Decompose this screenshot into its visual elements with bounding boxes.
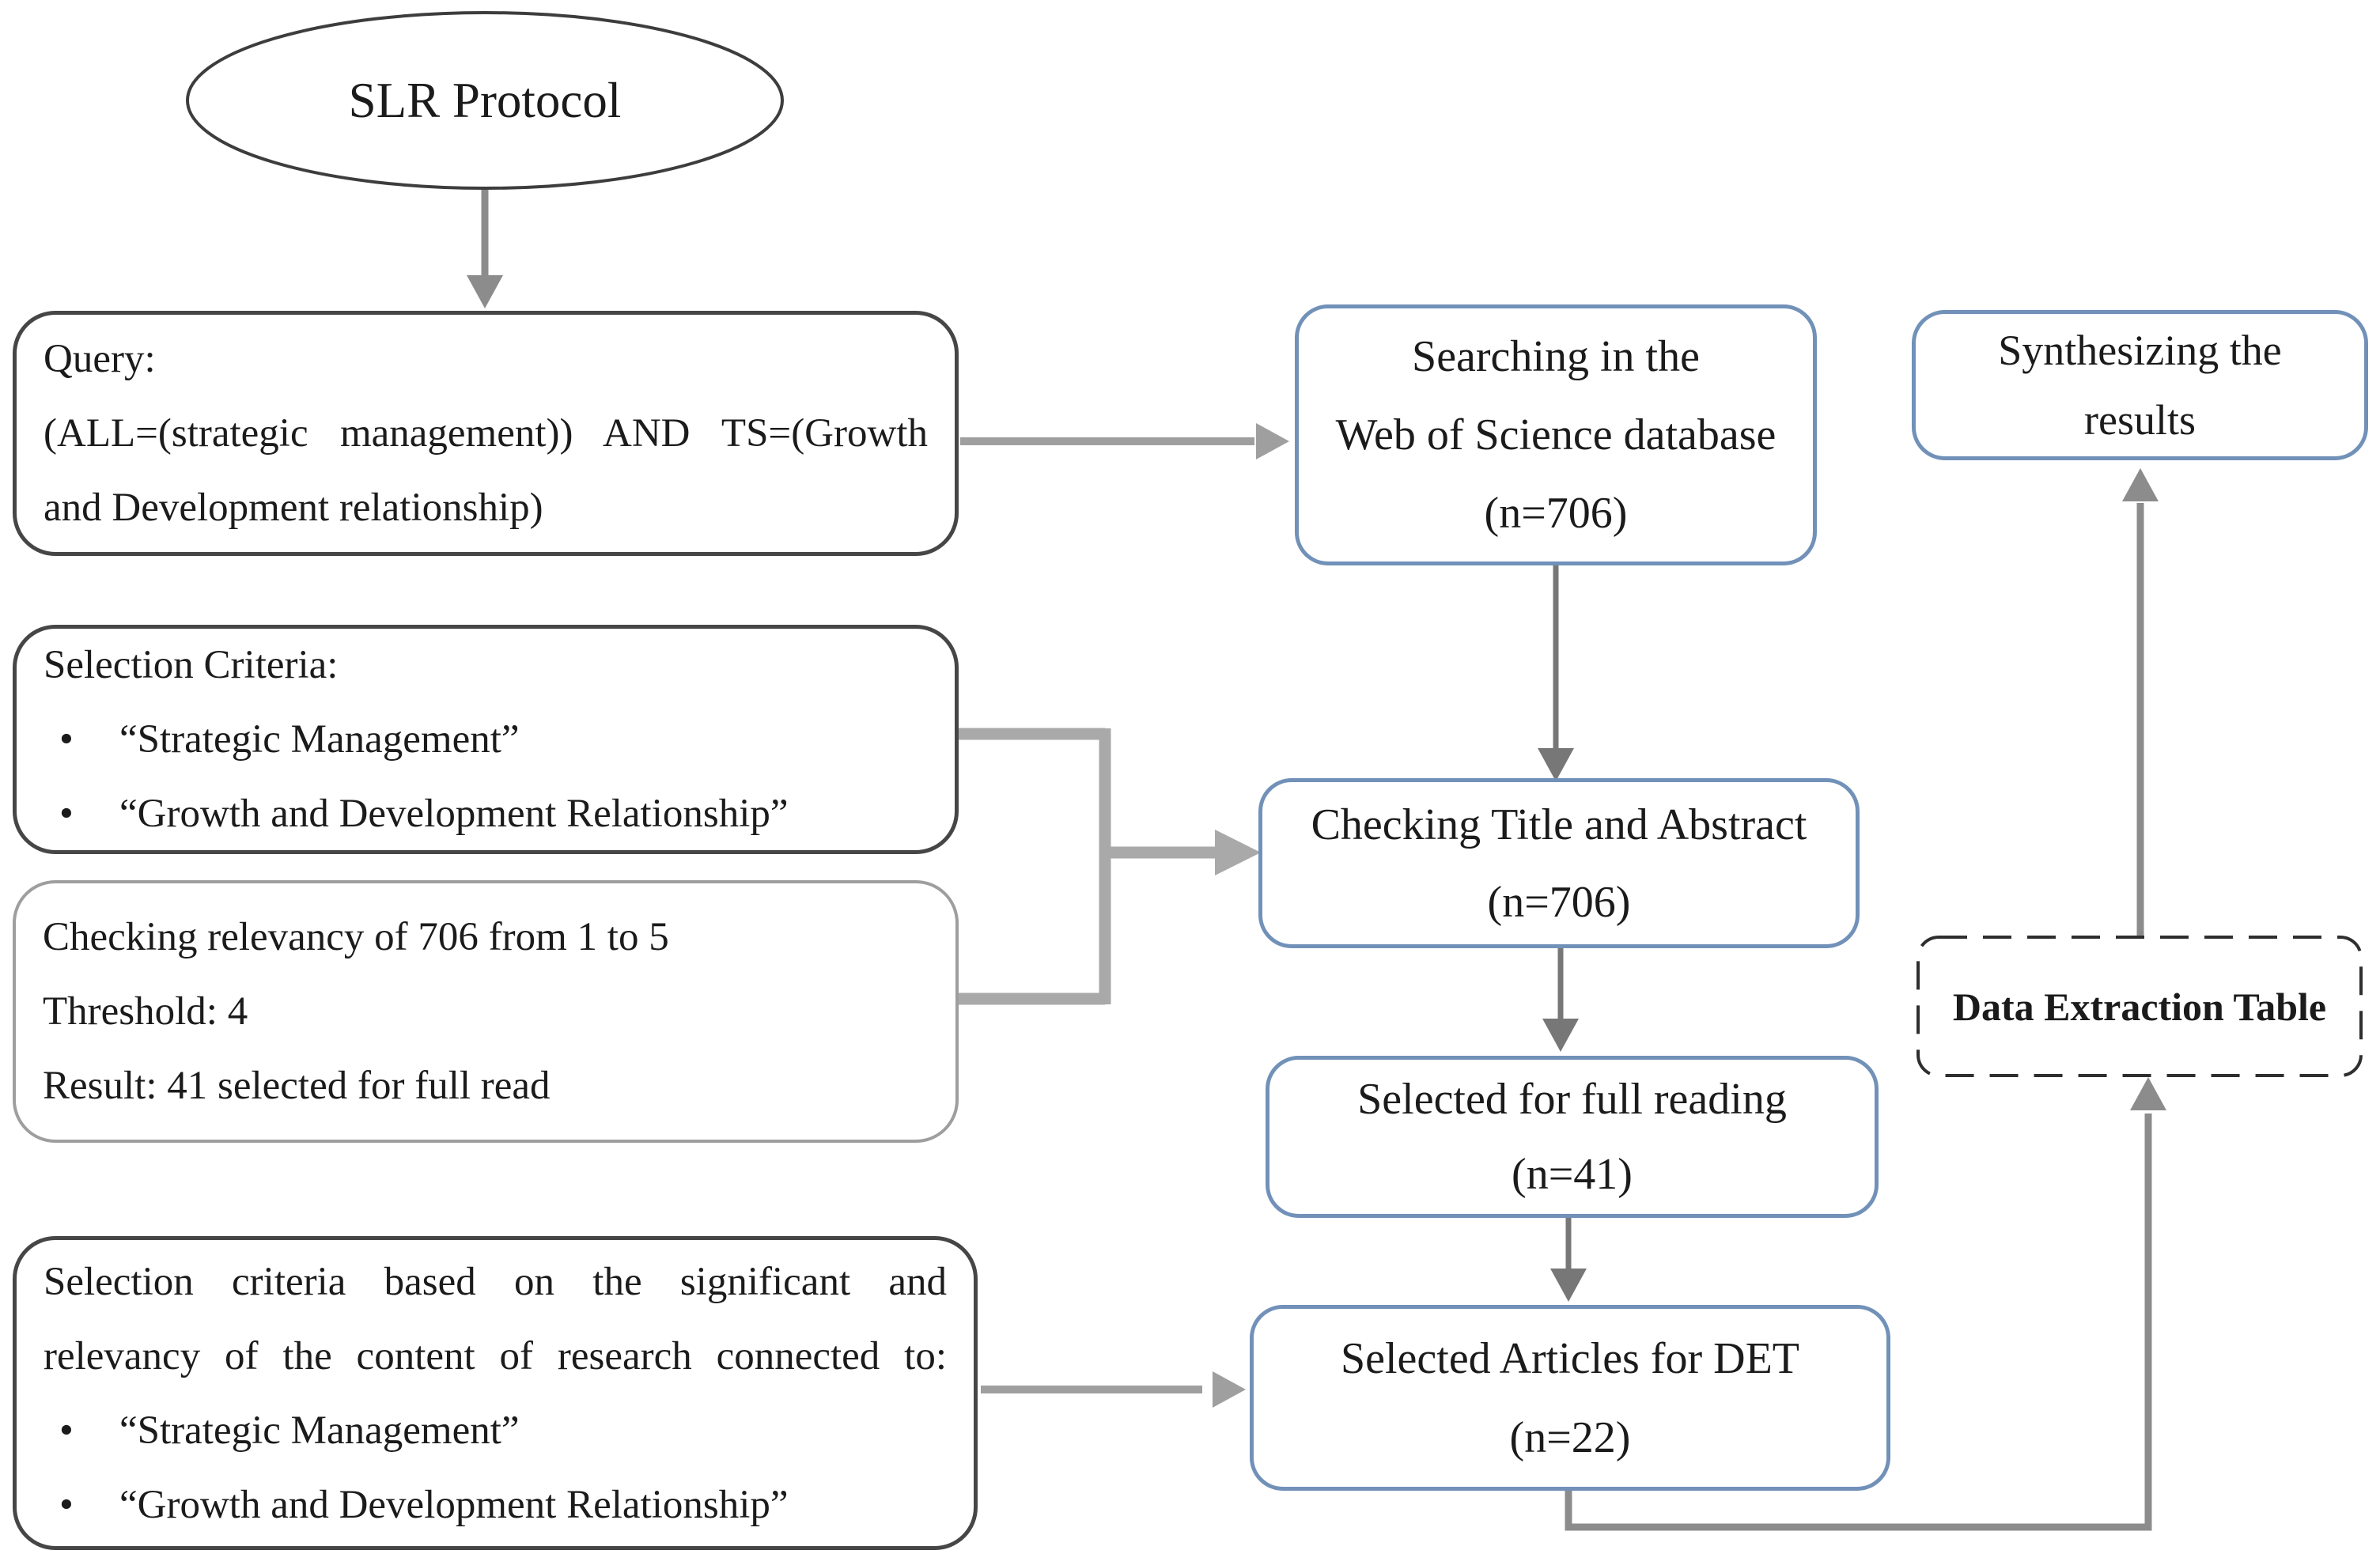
synthesizing-results-box: Synthesizing the results (1912, 310, 2368, 460)
bottom-criteria-bullet: “Growth and Development Relationship” (44, 1468, 947, 1542)
selected-det-line: Selected Articles for DET (1340, 1333, 1799, 1383)
relevancy-line: Checking relevancy of 706 from 1 to 5 (43, 915, 669, 959)
arrowhead-right-icon (1215, 830, 1261, 875)
query-line: and Development relationship) (44, 486, 543, 530)
arrowhead-up-icon (2122, 468, 2159, 501)
arrowhead-down-icon (1538, 748, 1574, 781)
selected-full-count: (n=41) (1512, 1149, 1633, 1199)
slr-protocol-ellipse (186, 11, 784, 190)
bottom-criteria-line: relevancy of the content of research con… (44, 1333, 947, 1378)
arrowhead-down-icon (1550, 1269, 1587, 1302)
selection-criteria-bullet: “Growth and Development Relationship” (44, 777, 928, 851)
checking-title-line: Checking Title and Abstract (1311, 800, 1807, 849)
query-line: (ALL=(strategic management)) AND TS=(Gro… (44, 411, 928, 456)
searching-count: (n=706) (1484, 488, 1628, 538)
elbow-selected-det-to-det-table (1565, 1114, 2152, 1531)
searching-line: Web of Science database (1335, 410, 1776, 459)
bottom-selection-criteria-box: Selection criteria based on the signific… (13, 1236, 978, 1550)
selected-det-count: (n=22) (1509, 1412, 1631, 1462)
query-line: Query: (44, 337, 156, 381)
arrowhead-down-icon (467, 275, 503, 308)
selected-full-reading-box: Selected for full reading (n=41) (1266, 1056, 1879, 1218)
slr-protocol-label: SLR Protocol (348, 72, 622, 128)
arrowhead-up-icon (2130, 1077, 2166, 1110)
selected-full-line: Selected for full reading (1357, 1074, 1787, 1124)
selection-criteria-bullet: “Strategic Management” (44, 702, 928, 777)
synthesizing-line: results (2084, 396, 2196, 444)
synthesizing-line: Synthesizing the (1998, 327, 2282, 374)
relevancy-line: Result: 41 selected for full read (43, 1064, 551, 1108)
bottom-criteria-bullet: “Strategic Management” (44, 1393, 947, 1468)
query-box: Query: (ALL=(strategic management)) AND … (13, 311, 959, 556)
selection-criteria-box: Selection Criteria: “Strategic Managemen… (13, 625, 959, 854)
selection-criteria-title: Selection Criteria: (44, 643, 339, 687)
relevancy-line: Threshold: 4 (43, 989, 248, 1034)
arrowhead-right-icon (1213, 1371, 1246, 1408)
data-extraction-table-label: Data Extraction Table (1952, 984, 2327, 1029)
arrowhead-down-icon (1542, 1019, 1579, 1052)
checking-relevancy-box: Checking relevancy of 706 from 1 to 5 Th… (13, 880, 959, 1143)
searching-line: Searching in the (1412, 331, 1700, 381)
checking-title-count: (n=706) (1487, 877, 1631, 927)
searching-wos-box: Searching in the Web of Science database… (1295, 304, 1817, 565)
bottom-criteria-line: Selection criteria based on the signific… (44, 1259, 947, 1304)
arrowhead-right-icon (1256, 423, 1289, 459)
data-extraction-table-box (1916, 936, 2363, 1077)
selected-articles-det-box: Selected Articles for DET (n=22) (1250, 1305, 1890, 1491)
checking-title-abstract-box: Checking Title and Abstract (n=706) (1258, 778, 1860, 948)
